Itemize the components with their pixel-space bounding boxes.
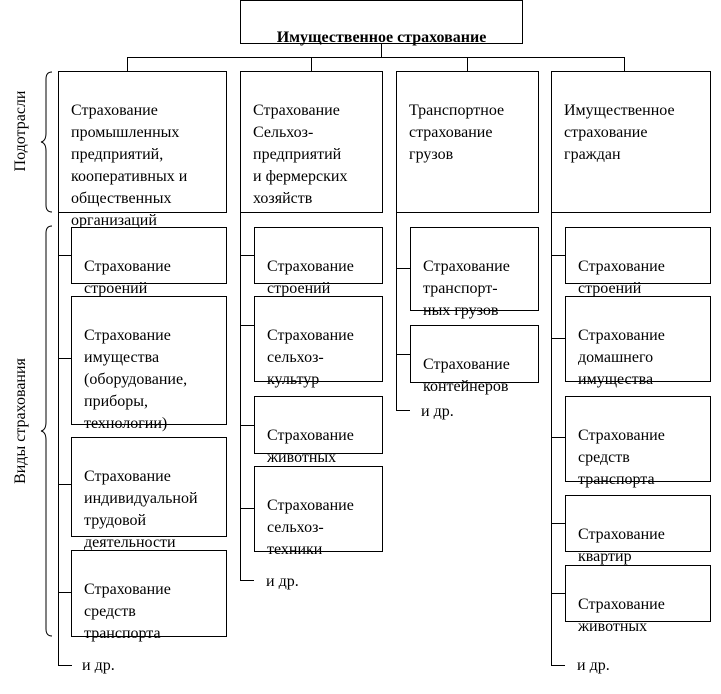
col4-item-vehicles-text: Страхование средств транспорта xyxy=(578,427,665,488)
col1-drop xyxy=(127,57,128,71)
header-industrial: Страхование промышленных предприятий, ко… xyxy=(58,71,227,229)
col1-item-buildings: Страхование строений xyxy=(71,227,227,297)
col3-item2-tick xyxy=(396,354,410,355)
col2-item-buildings-text: Страхование строений xyxy=(267,258,354,297)
col1-item-property-text: Страхование имущества (оборудование, при… xyxy=(84,327,188,432)
header-cargo-text: Транспортное страхование грузов xyxy=(409,102,505,163)
col4-item5-tick xyxy=(551,593,565,594)
col1-item-vehicles: Страхование средств транспорта xyxy=(71,550,227,642)
col4-item-apartments: Страхование квартир xyxy=(565,495,711,565)
col2-item-animals-text: Страхование животных xyxy=(267,427,354,466)
col4-item-household-property-text: Страхование домашнего имущества xyxy=(578,327,665,388)
col4-item-apartments-text: Страхование квартир xyxy=(578,526,665,565)
col2-etc: и др. xyxy=(266,573,299,590)
col2-drop xyxy=(311,57,312,71)
root-title: Имущественное страхование xyxy=(276,29,487,46)
col2-item2-tick xyxy=(240,325,254,326)
col2-item-crops: Страхование сельхоз- культур xyxy=(254,296,383,388)
col4-item3-tick xyxy=(551,437,565,438)
col3-etc-tick xyxy=(396,410,410,411)
col4-item-buildings: Страхование строений xyxy=(565,227,711,297)
col2-item4-tick xyxy=(240,508,254,509)
col4-item-household-property: Страхование домашнего имущества xyxy=(565,296,711,388)
types-brace xyxy=(40,225,53,637)
col3-etc: и др. xyxy=(421,403,454,420)
col1-item3-tick xyxy=(58,484,71,485)
header-industrial-text: Страхование промышленных предприятий, ко… xyxy=(71,102,188,229)
col4-etc-tick xyxy=(551,665,565,666)
col4-drop xyxy=(624,57,625,71)
header-cargo: Транспортное страхование грузов xyxy=(396,71,539,213)
col4-item1-tick xyxy=(551,255,565,256)
col4-spine xyxy=(551,213,552,665)
col2-item-crops-text: Страхование сельхоз- культур xyxy=(267,327,354,388)
col3-item1-tick xyxy=(396,268,410,269)
col1-etc: и др. xyxy=(82,657,115,674)
col1-item-buildings-text: Страхование строений xyxy=(84,258,171,297)
top-bus-line xyxy=(127,57,625,58)
col4-item-animals-text: Страхование животных xyxy=(578,596,665,635)
col1-spine xyxy=(58,213,59,665)
col2-item-buildings: Страхование строений xyxy=(254,227,383,297)
col3-item-containers-text: Страхование контейнеров xyxy=(423,356,510,395)
col2-item1-tick xyxy=(240,255,254,256)
header-citizens-text: Имущественное страхование граждан xyxy=(564,102,675,163)
col2-item3-tick xyxy=(240,425,254,426)
root-box: Имущественное страхование xyxy=(240,0,523,46)
header-agricultural-text: Страхование Сельхоз- предприятий и ферме… xyxy=(253,102,348,207)
col4-item-buildings-text: Страхование строений xyxy=(578,258,665,297)
col3-item-transport-cargo: Страхование транспорт- ных грузов xyxy=(410,227,539,319)
col1-item-vehicles-text: Страхование средств транспорта xyxy=(84,581,171,642)
col2-item-animals: Страхование животных xyxy=(254,396,383,466)
col2-item-machinery-text: Страхование сельхоз- техники xyxy=(267,497,354,558)
col1-item4-tick xyxy=(58,592,71,593)
col1-item2-tick xyxy=(58,358,71,359)
root-connector xyxy=(381,44,382,58)
col3-drop xyxy=(467,57,468,71)
subsector-brace xyxy=(40,71,53,213)
types-label: Виды страхования xyxy=(12,358,29,484)
col4-item4-tick xyxy=(551,523,565,524)
col4-item-vehicles: Страхование средств транспорта xyxy=(565,396,711,488)
col2-spine xyxy=(240,213,241,580)
col3-spine xyxy=(396,213,397,410)
col2-etc-tick xyxy=(240,580,254,581)
col4-item2-tick xyxy=(551,338,565,339)
subsectors-label: Подотрасли xyxy=(12,90,29,172)
header-citizens: Имущественное страхование граждан xyxy=(551,71,711,213)
col2-item-machinery: Страхование сельхоз- техники xyxy=(254,466,383,558)
col3-item-transport-cargo-text: Страхование транспорт- ных грузов xyxy=(423,258,510,319)
col1-item-individual-activity-text: Страхование индивидуальной трудовой деят… xyxy=(84,468,198,551)
col3-item-containers: Страхование контейнеров xyxy=(410,325,539,395)
col1-item-property: Страхование имущества (оборудование, при… xyxy=(71,296,227,432)
header-agricultural: Страхование Сельхоз- предприятий и ферме… xyxy=(240,71,383,213)
col4-item-animals: Страхование животных xyxy=(565,565,711,635)
col1-etc-tick xyxy=(58,665,72,666)
col4-etc: и др. xyxy=(577,657,610,674)
col1-item-individual-activity: Страхование индивидуальной трудовой деят… xyxy=(71,437,227,551)
col1-item1-tick xyxy=(58,255,71,256)
